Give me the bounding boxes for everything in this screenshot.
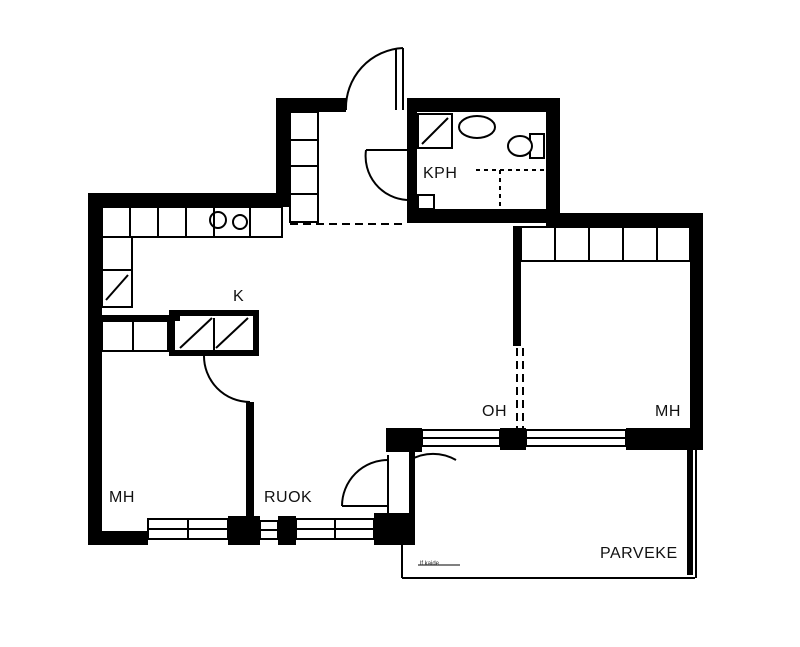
hall-closets: [289, 111, 319, 223]
label-oh: OH: [482, 403, 507, 420]
label-mh-left: MH: [109, 489, 135, 506]
room-labels: KPH K OH MH MH RUOK PARVEKE lf kaide: [109, 165, 681, 567]
exterior-walls: [88, 98, 703, 545]
wardrobes: [520, 226, 691, 262]
bathroom-fixtures: [417, 113, 546, 210]
label-ruok: RUOK: [264, 489, 312, 506]
windows: [147, 429, 627, 540]
label-mh-right: MH: [655, 403, 681, 420]
label-k: K: [233, 288, 244, 305]
label-balcony-note: lf kaide: [420, 561, 440, 567]
balcony: [401, 450, 697, 579]
label-kph: KPH: [423, 165, 457, 182]
label-parveke: PARVEKE: [600, 545, 678, 562]
dashed-lines: [290, 223, 524, 428]
kitchen-fixtures: [101, 206, 283, 352]
interior-walls: [100, 112, 560, 522]
